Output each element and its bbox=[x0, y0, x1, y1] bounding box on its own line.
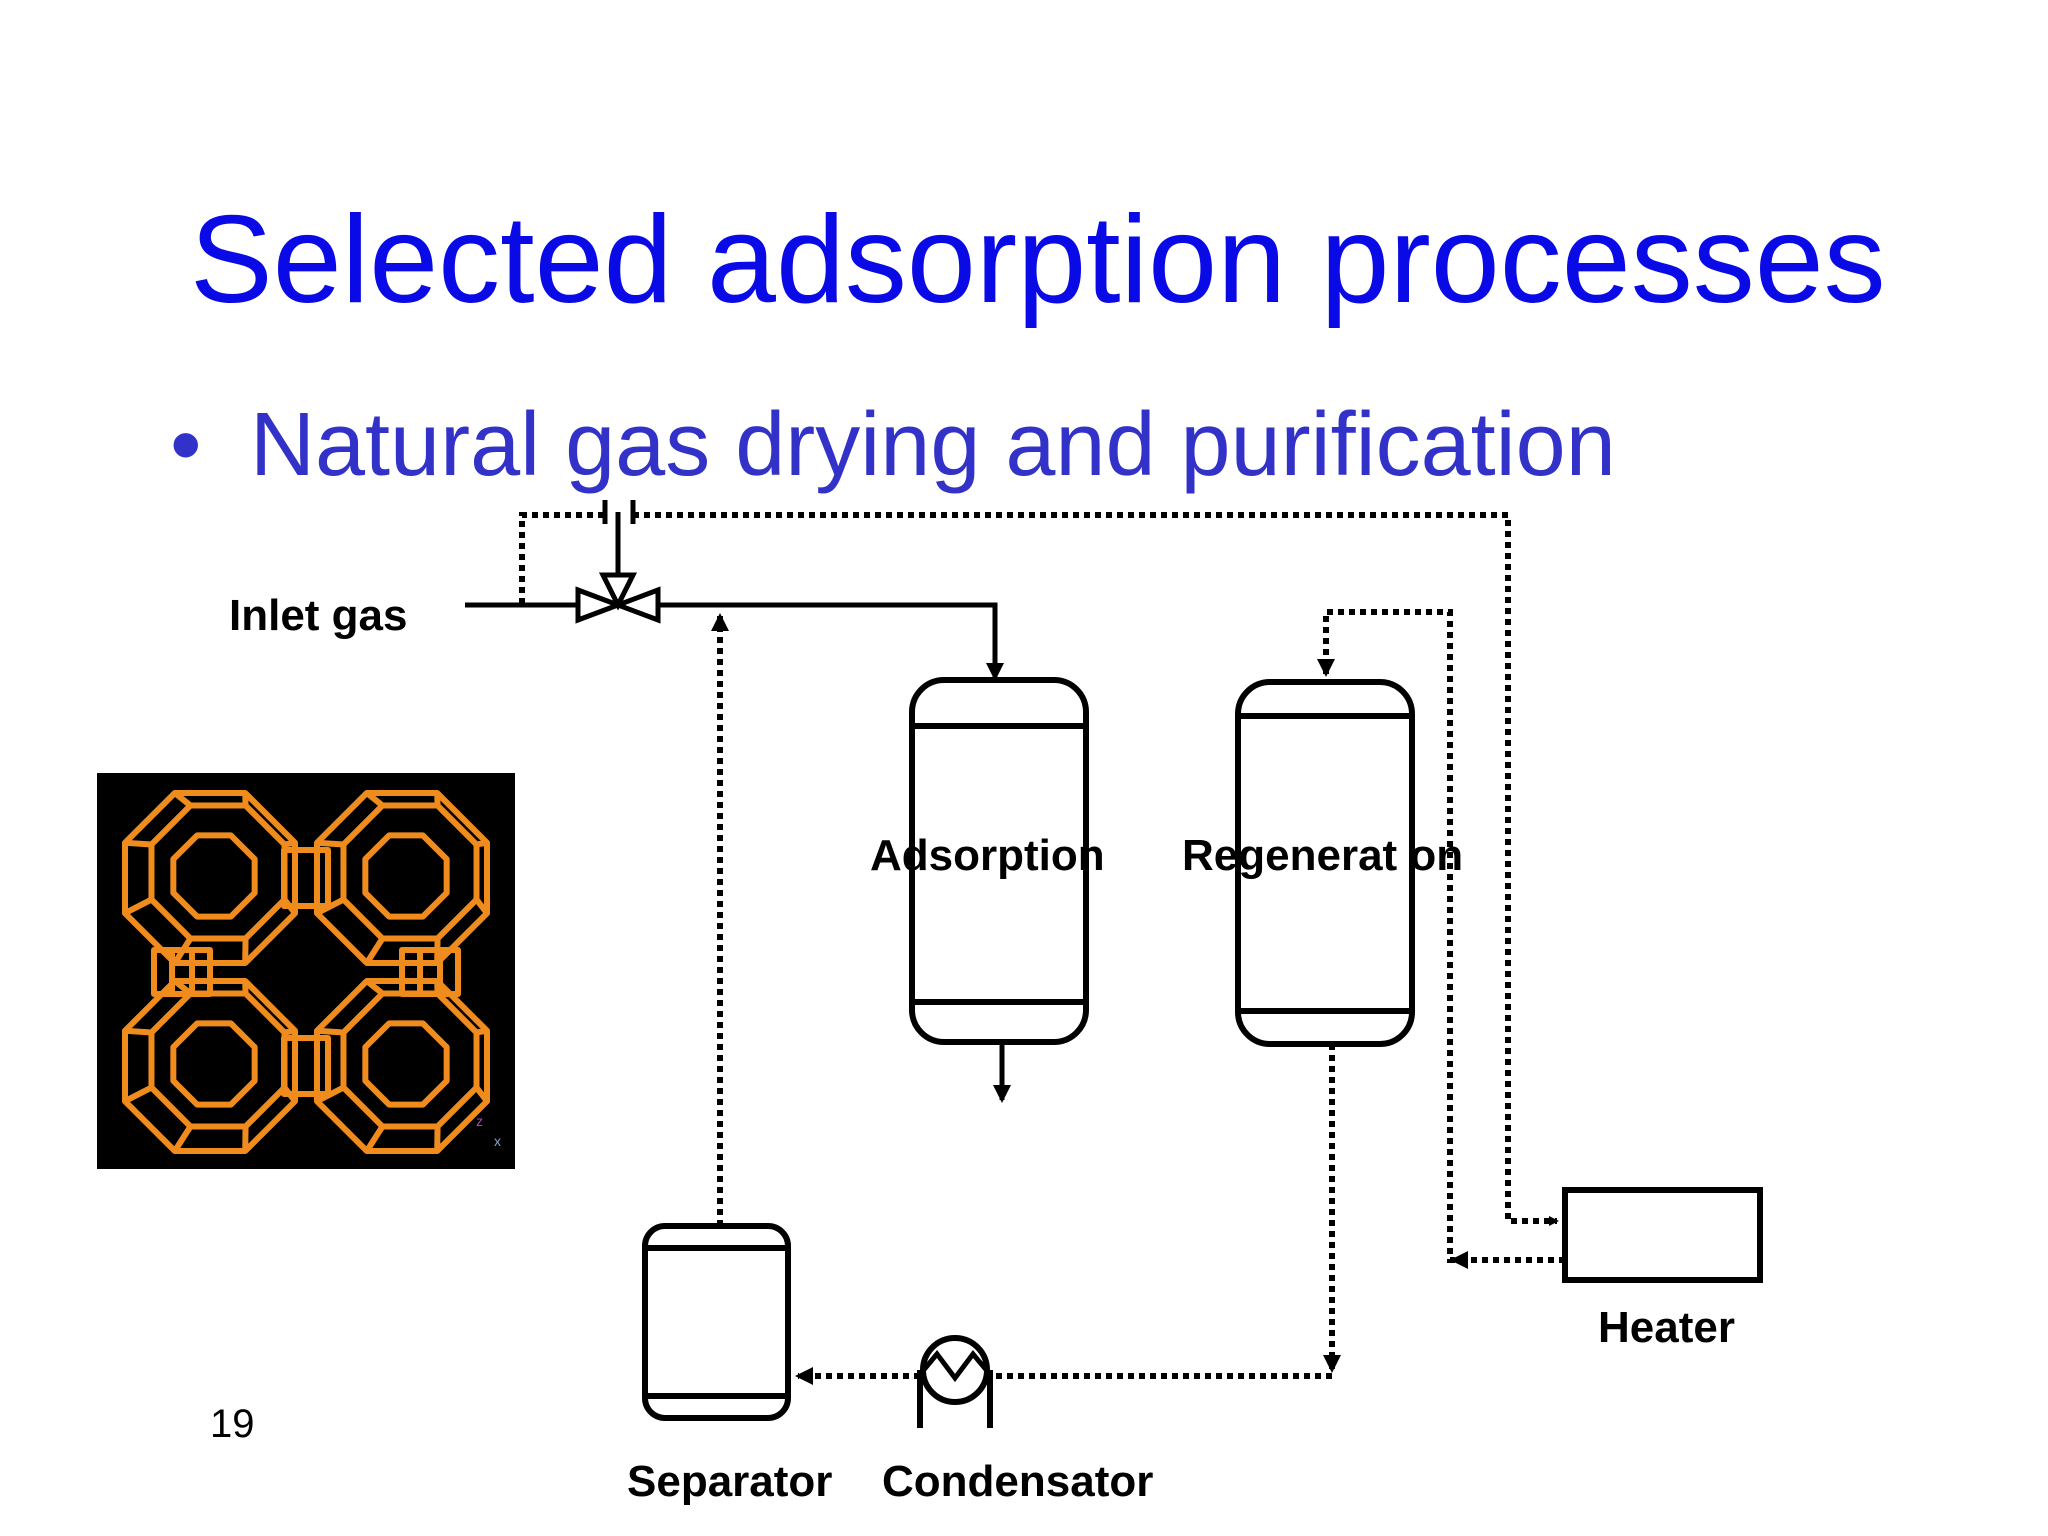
zeolite-cage-inner bbox=[362, 1020, 450, 1108]
heater-box bbox=[1562, 1187, 1763, 1283]
zeolite-cage-strut bbox=[123, 1084, 153, 1104]
slide-number: 19 bbox=[210, 1402, 255, 1446]
bullet-item: •Natural gas drying and purification bbox=[170, 400, 1616, 490]
axis-z-label: z bbox=[476, 1113, 483, 1129]
zeolite-cage-strut bbox=[476, 839, 488, 848]
zeolite-cage-strut bbox=[474, 897, 490, 916]
zeolite-cage-strut bbox=[124, 839, 152, 848]
heater-label: Heater bbox=[1598, 1303, 1735, 1352]
adsorption-label: Adsorption bbox=[870, 831, 1105, 880]
zeolite-cage-strut bbox=[316, 839, 344, 848]
slide-title: Selected adsorption processes bbox=[190, 191, 1886, 329]
zeolite-cage-strut bbox=[123, 896, 153, 916]
zeolite-framework-image: z x bbox=[97, 773, 515, 1169]
adsorption-column bbox=[909, 677, 1089, 1045]
zeolite-cage-strut bbox=[474, 1085, 490, 1104]
zeolite-cage-strut bbox=[364, 978, 385, 996]
inlet-gas-label: Inlet gas bbox=[229, 591, 408, 640]
bullet-dot-icon: • bbox=[170, 395, 202, 495]
condensator-label: Condensator bbox=[882, 1457, 1154, 1506]
zeolite-cage-strut bbox=[124, 1027, 152, 1036]
zeolite-cage-inner bbox=[170, 832, 258, 920]
zeolite-bridge bbox=[281, 1035, 331, 1097]
separator-label: Separator bbox=[627, 1457, 833, 1506]
zeolite-cage-strut bbox=[476, 1027, 488, 1036]
regeneration-column bbox=[1235, 679, 1415, 1047]
bullet-text: Natural gas drying and purification bbox=[250, 395, 1616, 495]
zeolite-cage-strut bbox=[364, 1124, 385, 1153]
separator-vessel bbox=[642, 1223, 791, 1421]
zeolite-cage-strut bbox=[172, 1124, 193, 1153]
zeolite-cage-strut bbox=[316, 1027, 344, 1036]
feed-line bbox=[658, 602, 1004, 681]
zeolite-cage-strut bbox=[284, 839, 296, 848]
regeneration-inlet-line bbox=[1317, 609, 1565, 1263]
zeolite-cage-inner bbox=[170, 1020, 258, 1108]
control-signal-line bbox=[519, 512, 605, 604]
condensator-icon bbox=[917, 1335, 993, 1428]
heater-return-arrow-icon bbox=[1450, 1251, 1468, 1269]
zeolite-cage-inner bbox=[362, 832, 450, 920]
zeolite-cage-strut bbox=[172, 790, 193, 808]
zeolite-cage-strut bbox=[284, 1027, 296, 1036]
zeolite-cage-strut bbox=[364, 936, 385, 965]
zeolite-bridge bbox=[281, 847, 331, 909]
regeneration-label: Regenerat on bbox=[1182, 831, 1464, 880]
axis-x-label: x bbox=[494, 1133, 501, 1149]
zeolite-cage-strut bbox=[364, 790, 385, 808]
